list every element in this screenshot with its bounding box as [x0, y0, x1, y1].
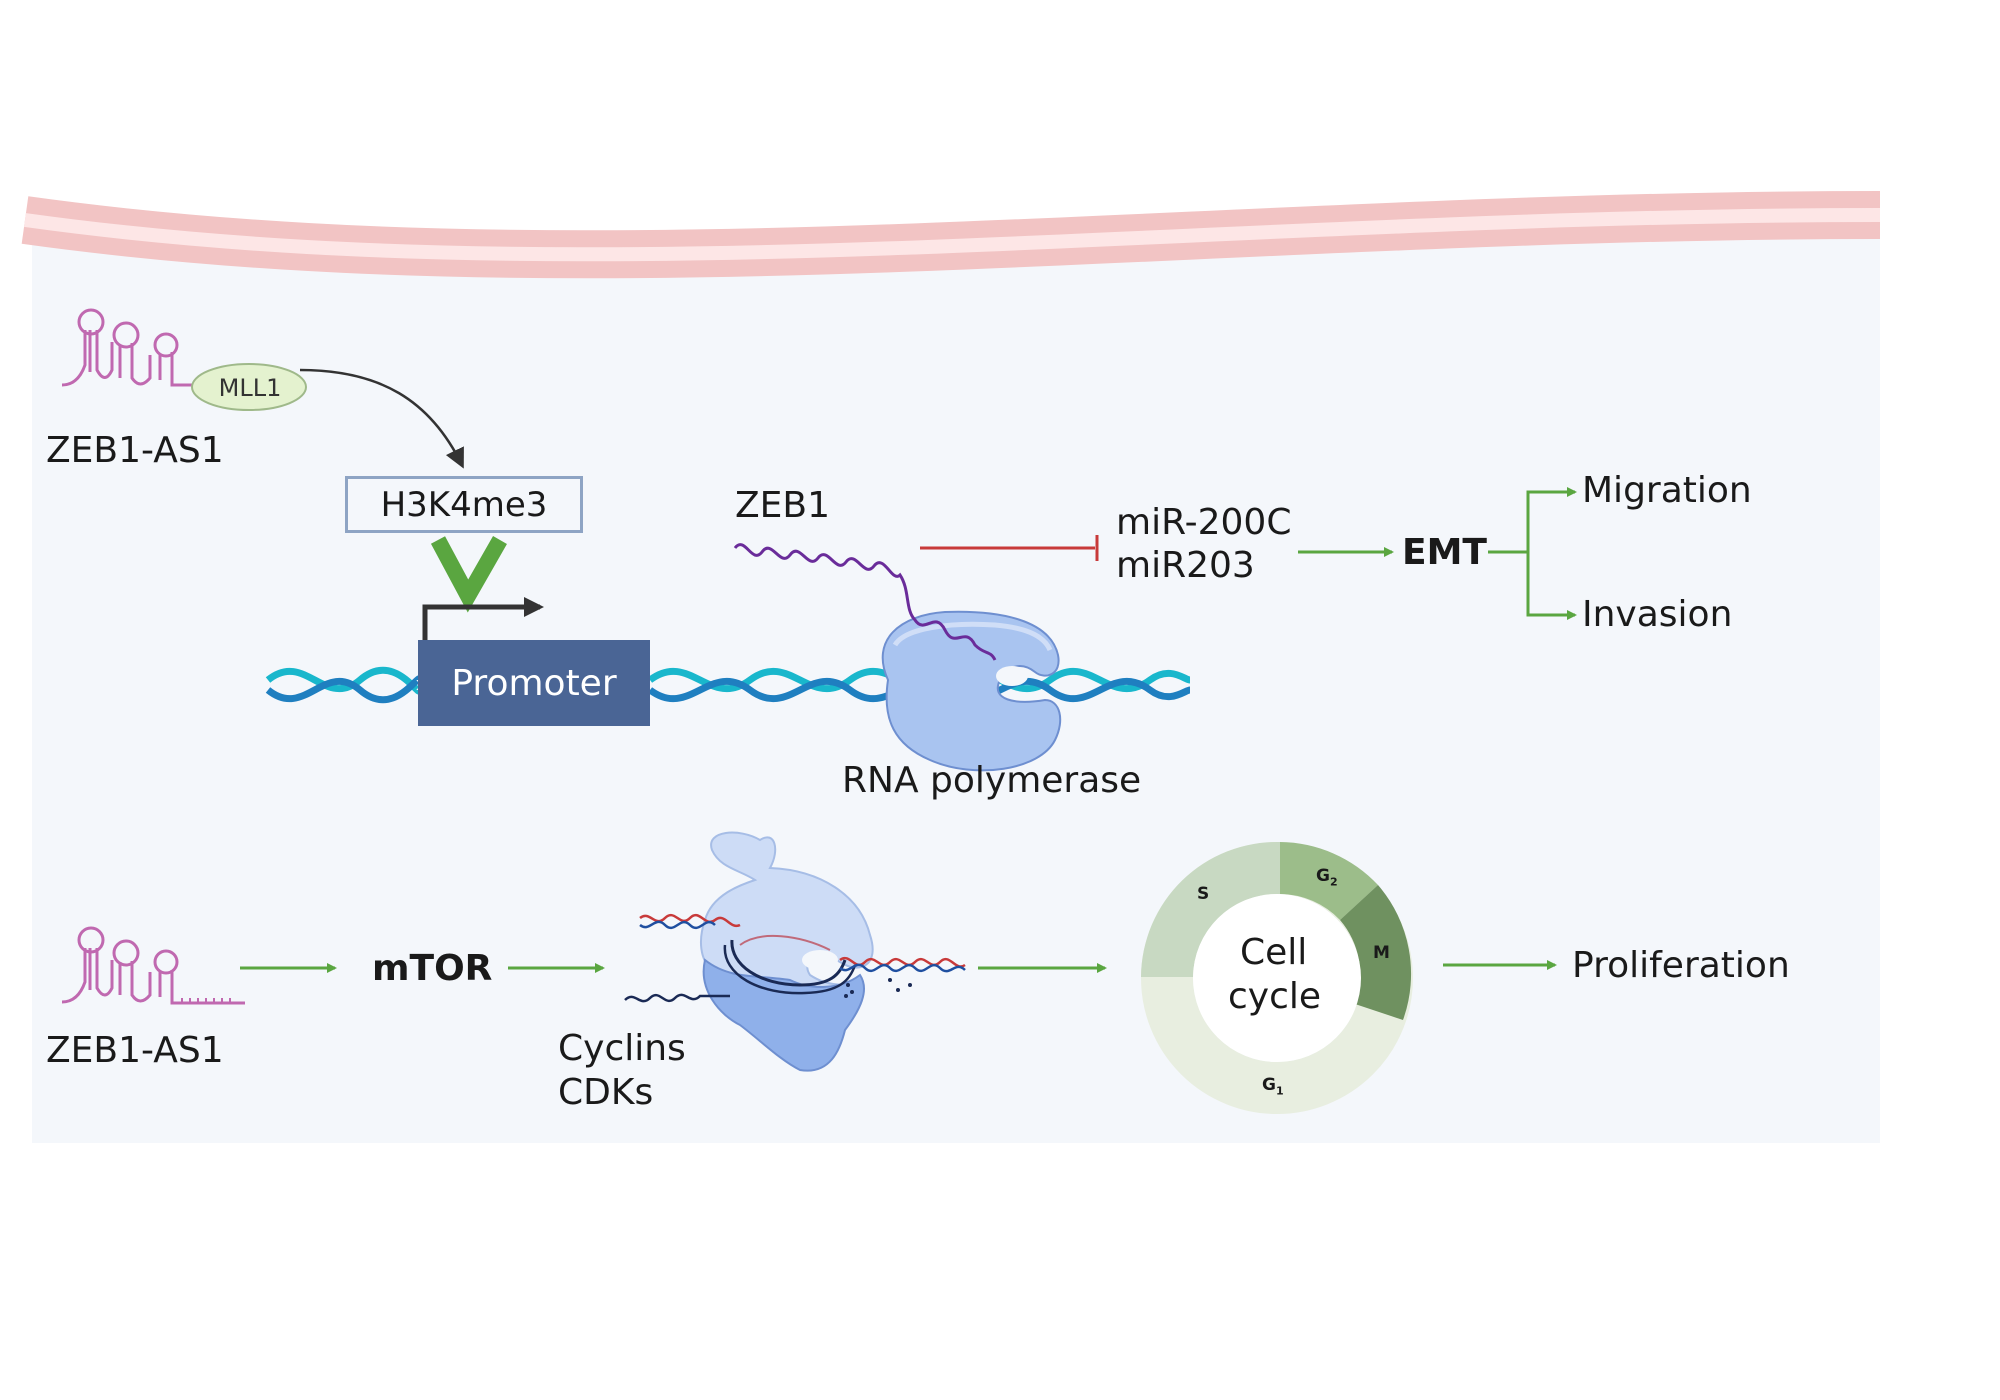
proliferation-label: Proliferation: [1572, 945, 1790, 986]
phase-g1-label: G1: [1262, 1075, 1284, 1098]
mtor-label: mTOR: [372, 948, 493, 989]
cell-cycle-line2: cycle: [1228, 976, 1322, 1017]
cell-cycle-ring-icon: [1141, 841, 1413, 1114]
cell-membrane-inner: [24, 208, 1881, 262]
mirna-200c-label: miR-200C: [1116, 502, 1292, 543]
ribosome-icon: [699, 831, 874, 1072]
rna-polymerase-icon: [881, 610, 1062, 772]
mirna-203-label: miR203: [1116, 545, 1255, 586]
cdks-label: CDKs: [558, 1072, 654, 1113]
translation-dots: [844, 978, 912, 998]
cyclins-label: Cyclins: [558, 1028, 686, 1069]
phase-m-label: M: [1373, 943, 1390, 963]
lncrna-hairpin-icon-bottom: [61, 926, 245, 1005]
mll1-label: MLL1: [218, 374, 282, 402]
cc-segment-m: [1340, 885, 1412, 1020]
mll1-to-h3k4me3-arrow: [299, 368, 464, 469]
phase-s-label: S: [1197, 884, 1210, 904]
h3k4me3-box: H3K4me3: [345, 476, 583, 533]
transcription-start-arrow: [422, 597, 544, 645]
cc-segment-s: [1141, 841, 1280, 977]
translation-strands: [624, 913, 966, 1003]
cell-cycle-line1: Cell: [1240, 932, 1308, 973]
zeb1-as1-label-top: ZEB1-AS1: [46, 430, 224, 471]
lncrna-hairpin-icon: [61, 308, 200, 387]
emt-branch-arrows: [1488, 487, 1577, 620]
cc-segment-g2: [1280, 842, 1378, 920]
emt-label: EMT: [1402, 532, 1487, 573]
zeb1-label: ZEB1: [735, 485, 831, 526]
mll1-protein-icon: [191, 363, 307, 411]
migration-label: Migration: [1582, 470, 1752, 511]
invasion-label: Invasion: [1582, 594, 1733, 635]
activation-chevron-stroke: [430, 536, 507, 613]
zeb1-as1-label-bottom: ZEB1-AS1: [46, 1030, 224, 1071]
promoter-box: Promoter: [418, 640, 650, 726]
phase-g2-label: G2: [1316, 866, 1338, 889]
zeb1-mrna-icon: [733, 543, 997, 661]
rna-polymerase-label: RNA polymerase: [842, 760, 1142, 801]
